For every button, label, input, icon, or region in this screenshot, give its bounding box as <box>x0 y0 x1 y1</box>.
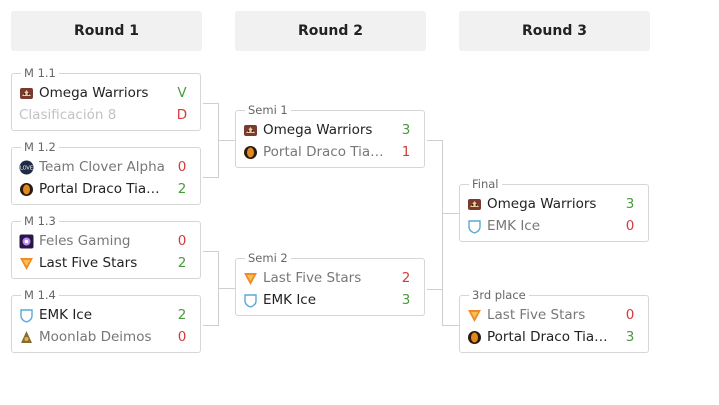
team-score: D <box>176 107 188 123</box>
team-score: 3 <box>401 292 411 308</box>
team-row[interactable]: Omega Warriors 3 <box>243 119 417 141</box>
round-1-header: Round 1 <box>11 11 202 51</box>
match-m1-3[interactable]: M 1.3 Feles Gaming 0 Last Five Stars 2 <box>11 214 201 279</box>
team-name: EMK Ice <box>263 292 317 308</box>
match-label: M 1.3 <box>21 214 59 228</box>
team-row[interactable]: EMK Ice 2 <box>19 304 193 326</box>
team-row[interactable]: Portal Draco Tiamat 2 <box>19 178 193 200</box>
team-name: EMK Ice <box>487 218 541 234</box>
team-row[interactable]: Last Five Stars 0 <box>467 304 641 326</box>
team-score: 0 <box>625 218 635 234</box>
team-name: Last Five Stars <box>263 270 362 286</box>
match-label: Semi 1 <box>245 103 291 117</box>
team-name: Omega Warriors <box>263 122 373 138</box>
match-final[interactable]: Final Omega Warriors 3 EMK Ice 0 <box>459 177 649 242</box>
feles-gaming-logo-icon <box>19 234 34 249</box>
team-row[interactable]: Portal Draco Tiamat 1 <box>243 141 417 163</box>
portal-draco-logo-icon <box>467 330 482 345</box>
team-score: 2 <box>177 181 187 197</box>
match-label: M 1.1 <box>21 66 59 80</box>
team-row[interactable]: Last Five Stars 2 <box>243 267 417 289</box>
svg-text:LOVE: LOVE <box>20 165 33 171</box>
team-name: Team Clover Alpha <box>39 159 165 175</box>
team-score: 3 <box>401 122 411 138</box>
match-m1-4[interactable]: M 1.4 EMK Ice 2 Moonlab Deimos 0 <box>11 288 201 353</box>
last-five-stars-logo-icon <box>467 308 482 323</box>
emk-ice-logo-icon <box>467 219 482 234</box>
team-score: 0 <box>177 329 187 345</box>
connector-r1-semi1 <box>218 140 235 141</box>
connector-m13-m14 <box>203 251 219 326</box>
portal-draco-logo-icon <box>243 145 258 160</box>
match-label: Final <box>469 177 502 191</box>
match-label: Semi 2 <box>245 251 291 265</box>
team-name: Moonlab Deimos <box>39 329 152 345</box>
team-clover-logo-icon: LOVE <box>19 160 34 175</box>
connector-r1-semi2 <box>218 288 235 289</box>
team-row[interactable]: Omega Warriors V <box>19 82 193 104</box>
match-label: M 1.4 <box>21 288 59 302</box>
connector-semis-final <box>442 213 459 214</box>
team-score: 2 <box>401 270 411 286</box>
connector-semis-third <box>442 288 460 326</box>
last-five-stars-logo-icon <box>243 271 258 286</box>
omega-warriors-logo-icon <box>467 197 482 212</box>
omega-warriors-logo-icon <box>19 86 34 101</box>
team-score: 0 <box>177 159 187 175</box>
team-name: Clasificación 8 <box>19 107 117 123</box>
last-five-stars-logo-icon <box>19 256 34 271</box>
team-row[interactable]: Feles Gaming 0 <box>19 230 193 252</box>
team-score: 0 <box>625 307 635 323</box>
team-score: 3 <box>625 196 635 212</box>
team-score: 3 <box>625 329 635 345</box>
team-score: 1 <box>401 144 411 160</box>
team-name: Feles Gaming <box>39 233 131 249</box>
match-semi-1[interactable]: Semi 1 Omega Warriors 3 Portal Draco Tia… <box>235 103 425 168</box>
team-row[interactable]: EMK Ice 3 <box>243 289 417 311</box>
team-name: Omega Warriors <box>487 196 597 212</box>
team-score: 2 <box>177 307 187 323</box>
emk-ice-logo-icon <box>19 308 34 323</box>
connector-m11-m12 <box>203 103 219 178</box>
team-name: Portal Draco Tiamat <box>487 329 619 345</box>
team-row[interactable]: Moonlab Deimos 0 <box>19 326 193 348</box>
round-3-header: Round 3 <box>459 11 650 51</box>
team-name: Omega Warriors <box>39 85 149 101</box>
team-row[interactable]: Portal Draco Tiamat 3 <box>467 326 641 348</box>
team-score: 0 <box>177 233 187 249</box>
match-third-place[interactable]: 3rd place Last Five Stars 0 Portal Draco… <box>459 288 649 353</box>
team-row[interactable]: Clasificación 8 D <box>19 104 193 126</box>
match-label: M 1.2 <box>21 140 59 154</box>
team-row[interactable]: LOVE Team Clover Alpha 0 <box>19 156 193 178</box>
moonlab-deimos-logo-icon <box>19 330 34 345</box>
team-name: EMK Ice <box>39 307 93 323</box>
team-row[interactable]: EMK Ice 0 <box>467 215 641 237</box>
team-name: Last Five Stars <box>487 307 586 323</box>
omega-warriors-logo-icon <box>243 123 258 138</box>
match-m1-2[interactable]: M 1.2 LOVE Team Clover Alpha 0 Portal Dr… <box>11 140 201 205</box>
match-semi-2[interactable]: Semi 2 Last Five Stars 2 EMK Ice 3 <box>235 251 425 316</box>
emk-ice-logo-icon <box>243 293 258 308</box>
team-name: Portal Draco Tiamat <box>39 181 171 197</box>
team-name: Portal Draco Tiamat <box>263 144 395 160</box>
portal-draco-logo-icon <box>19 182 34 197</box>
round-2-header: Round 2 <box>235 11 426 51</box>
team-name: Last Five Stars <box>39 255 138 271</box>
team-row[interactable]: Last Five Stars 2 <box>19 252 193 274</box>
connector-semis <box>427 140 443 290</box>
team-row[interactable]: Omega Warriors 3 <box>467 193 641 215</box>
match-m1-1[interactable]: M 1.1 Omega Warriors V Clasificación 8 D <box>11 66 201 131</box>
match-label: 3rd place <box>469 288 529 302</box>
team-score: 2 <box>177 255 187 271</box>
team-score: V <box>177 85 187 101</box>
